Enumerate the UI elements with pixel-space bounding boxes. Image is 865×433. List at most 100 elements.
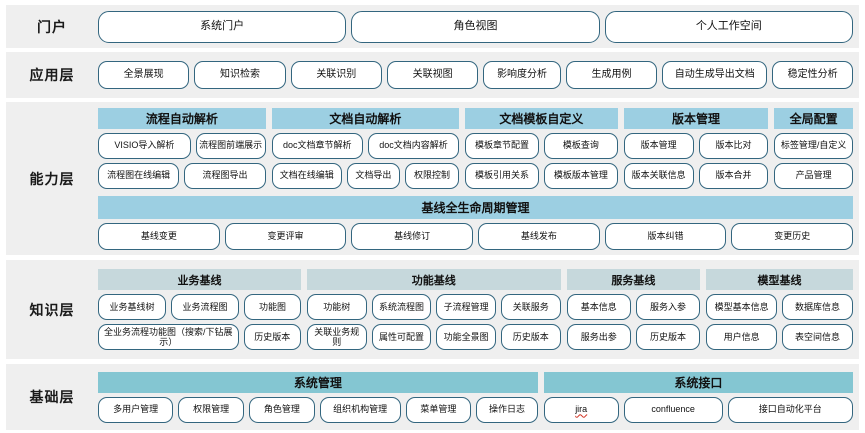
foundation-group-0: 系统管理 多用户管理 权限管理 角色管理 组织机构管理 菜单管理 操作日志	[98, 371, 538, 423]
foundation-item-api-automation-platform[interactable]: 接口自动化平台	[727, 396, 853, 423]
application-item-5[interactable]: 生成用例	[565, 61, 658, 89]
knowledge-item-model-basic-info[interactable]: 模型基本信息	[706, 294, 778, 320]
foundation-group-1-row-0: jira confluence 接口自动化平台	[543, 396, 853, 423]
capability-group-4-header: 全局配置	[774, 107, 853, 129]
knowledge-item-related-service[interactable]: 关联服务	[500, 294, 561, 320]
application-item-1[interactable]: 知识检索	[194, 61, 286, 89]
foundation-item-role-mgmt[interactable]: 角色管理	[249, 396, 315, 423]
layer-knowledge: 知识层 业务基线 业务基线树 业务流程图 功能图 全业务流程功能图（搜索/下钻展…	[6, 260, 859, 359]
knowledge-item-history-version-service[interactable]: 历史版本	[635, 324, 701, 350]
foundation-item-multiuser-mgmt[interactable]: 多用户管理	[98, 396, 174, 423]
portal-item-2[interactable]: 个人工作空间	[604, 10, 853, 43]
knowledge-group-0-header: 业务基线	[98, 269, 301, 290]
capability-item-permission-control[interactable]: 权限控制	[404, 162, 460, 189]
foundation-item-confluence[interactable]: confluence	[623, 396, 723, 423]
knowledge-item-attribute-configurable[interactable]: 属性可配置	[371, 324, 432, 350]
capability-item-version-compare[interactable]: 版本比对	[698, 132, 769, 159]
capability-item-version-merge[interactable]: 版本合并	[698, 162, 769, 189]
application-item-4[interactable]: 影响度分析	[483, 61, 561, 89]
knowledge-item-service-basic-info[interactable]: 基本信息	[566, 294, 631, 320]
capability-item-version-mgmt[interactable]: 版本管理	[623, 132, 694, 159]
knowledge-item-business-baseline-tree[interactable]: 业务基线树	[98, 294, 167, 320]
knowledge-item-history-version-function[interactable]: 历史版本	[500, 324, 561, 350]
knowledge-item-function-tree[interactable]: 功能树	[306, 294, 367, 320]
application-item-2[interactable]: 关联识别	[290, 61, 382, 89]
knowledge-item-related-business-rule[interactable]: 关联业务规则	[306, 324, 367, 350]
layer-body-application: 全景展现 知识检索 关联识别 关联视图 影响度分析 生成用例 自动生成导出文档 …	[98, 61, 859, 89]
layer-body-foundation: 系统管理 多用户管理 权限管理 角色管理 组织机构管理 菜单管理 操作日志 系统…	[98, 371, 859, 423]
knowledge-group-1: 功能基线 功能树 系统流程图 子流程管理 关联服务 关联业务规则 属性可配置 功…	[306, 269, 561, 350]
portal-item-0[interactable]: 系统门户	[98, 10, 347, 43]
layer-body-portal: 系统门户 角色视图 个人工作空间	[98, 10, 859, 43]
capability-group-3-row-0: 版本管理 版本比对	[623, 132, 769, 159]
capability-item-doc-content-parse[interactable]: doc文档内容解析	[367, 132, 460, 159]
capability-item-visio-import[interactable]: VISIO导入解析	[98, 132, 191, 159]
capability-item-template-chapter-config[interactable]: 模板章节配置	[465, 132, 539, 159]
capability-item-template-version-mgmt[interactable]: 模板版本管理	[543, 162, 618, 189]
capability-item-product-mgmt[interactable]: 产品管理	[774, 162, 853, 189]
capability-item-doc-chapter-parse[interactable]: doc文档章节解析	[271, 132, 363, 159]
capability-group-3-row-1: 版本关联信息 版本合并	[623, 162, 769, 189]
knowledge-group-1-row-0: 功能树 系统流程图 子流程管理 关联服务	[306, 294, 561, 320]
foundation-group-0-row-0: 多用户管理 权限管理 角色管理 组织机构管理 菜单管理 操作日志	[98, 396, 538, 423]
knowledge-item-database-info[interactable]: 数据库信息	[782, 294, 853, 320]
capability-item-flowchart-export[interactable]: 流程图导出	[184, 162, 266, 189]
lifecycle-item-1[interactable]: 变更评审	[224, 222, 347, 250]
knowledge-group-3-row-0: 模型基本信息 数据库信息	[706, 294, 853, 320]
knowledge-item-tablespace-info[interactable]: 表空间信息	[782, 324, 853, 350]
capability-group-2: 文档模板自定义 模板章节配置 模板查询 模板引用关系 模板版本管理	[465, 107, 618, 189]
lifecycle-item-0[interactable]: 基线变更	[98, 222, 220, 250]
knowledge-item-service-input-param[interactable]: 服务入参	[635, 294, 701, 320]
lifecycle-item-3[interactable]: 基线发布	[478, 222, 600, 250]
layer-body-knowledge: 业务基线 业务基线树 业务流程图 功能图 全业务流程功能图（搜索/下钻展示） 历…	[98, 269, 859, 350]
foundation-item-jira[interactable]: jira	[543, 396, 619, 423]
application-row: 全景展现 知识检索 关联识别 关联视图 影响度分析 生成用例 自动生成导出文档 …	[98, 61, 854, 89]
knowledge-group-1-row-1: 关联业务规则 属性可配置 功能全景图 历史版本	[306, 324, 561, 350]
capability-group-1-row-0: doc文档章节解析 doc文档内容解析	[271, 132, 460, 159]
layer-portal: 门户 系统门户 角色视图 个人工作空间	[6, 5, 859, 48]
jira-label: jira	[575, 404, 588, 415]
capability-group-2-row-1: 模板引用关系 模板版本管理	[465, 162, 618, 189]
capability-item-version-relation-info[interactable]: 版本关联信息	[623, 162, 694, 189]
knowledge-item-full-business-flow-chart[interactable]: 全业务流程功能图（搜索/下钻展示）	[98, 324, 239, 350]
capability-item-template-query[interactable]: 模板查询	[543, 132, 618, 159]
capability-item-template-reference[interactable]: 模板引用关系	[465, 162, 539, 189]
lifecycle-item-2[interactable]: 基线修订	[351, 222, 474, 250]
capability-lifecycle-header: 基线全生命周期管理	[98, 195, 853, 219]
knowledge-item-system-flowchart[interactable]: 系统流程图	[371, 294, 432, 320]
knowledge-item-function-panorama[interactable]: 功能全景图	[436, 324, 496, 350]
layer-application: 应用层 全景展现 知识检索 关联识别 关联视图 影响度分析 生成用例 自动生成导…	[6, 52, 859, 98]
application-item-6[interactable]: 自动生成导出文档	[662, 61, 768, 89]
capability-group-0: 流程自动解析 VISIO导入解析 流程图前端展示 流程图在线编辑 流程图导出	[98, 107, 266, 189]
foundation-item-permission-mgmt[interactable]: 权限管理	[178, 396, 245, 423]
capability-item-doc-online-edit[interactable]: 文档在线编辑	[271, 162, 342, 189]
knowledge-item-service-output-param[interactable]: 服务出参	[566, 324, 631, 350]
foundation-item-operation-log[interactable]: 操作日志	[476, 396, 538, 423]
capability-item-tag-mgmt-custom[interactable]: 标签管理/自定义	[774, 132, 853, 159]
capability-group-1: 文档自动解析 doc文档章节解析 doc文档内容解析 文档在线编辑 文档导出 权…	[271, 107, 460, 189]
foundation-group-1-header: 系统接口	[543, 371, 853, 393]
capability-item-doc-export[interactable]: 文档导出	[346, 162, 400, 189]
portal-item-1[interactable]: 角色视图	[351, 10, 600, 43]
application-item-0[interactable]: 全景展现	[98, 61, 190, 89]
foundation-group-0-header: 系统管理	[98, 371, 538, 393]
lifecycle-item-5[interactable]: 变更历史	[731, 222, 854, 250]
capability-group-1-row-1: 文档在线编辑 文档导出 权限控制	[271, 162, 460, 189]
capability-group-3-header: 版本管理	[623, 107, 769, 129]
capability-group-0-header: 流程自动解析	[98, 107, 266, 129]
knowledge-item-history-version-business[interactable]: 历史版本	[243, 324, 301, 350]
knowledge-item-subprocess-mgmt[interactable]: 子流程管理	[436, 294, 496, 320]
application-item-7[interactable]: 稳定性分析	[772, 61, 854, 89]
foundation-item-org-structure-mgmt[interactable]: 组织机构管理	[319, 396, 401, 423]
knowledge-item-function-chart[interactable]: 功能图	[244, 294, 301, 320]
knowledge-item-business-flowchart[interactable]: 业务流程图	[171, 294, 240, 320]
knowledge-item-user-info[interactable]: 用户信息	[706, 324, 778, 350]
capability-item-flowchart-online-edit[interactable]: 流程图在线编辑	[98, 162, 180, 189]
lifecycle-item-4[interactable]: 版本纠错	[604, 222, 727, 250]
knowledge-group-2: 服务基线 基本信息 服务入参 服务出参 历史版本	[566, 269, 701, 350]
capability-item-flowchart-frontend[interactable]: 流程图前端展示	[195, 132, 266, 159]
capability-group-4: 全局配置 标签管理/自定义 产品管理	[774, 107, 853, 189]
foundation-item-menu-mgmt[interactable]: 菜单管理	[405, 396, 472, 423]
application-item-3[interactable]: 关联视图	[386, 61, 479, 89]
layer-label-capability: 能力层	[29, 170, 75, 187]
